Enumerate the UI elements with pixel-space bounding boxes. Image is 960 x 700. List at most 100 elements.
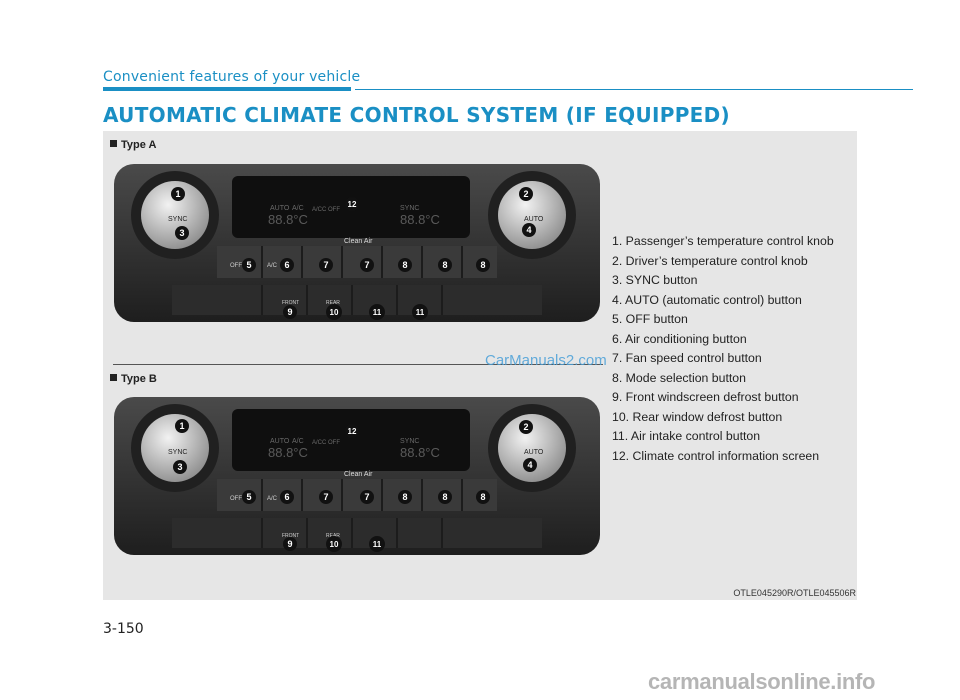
svg-text:REAR: REAR bbox=[326, 300, 340, 306]
svg-text:AUTO: AUTO bbox=[270, 438, 290, 445]
svg-text:7: 7 bbox=[323, 260, 328, 270]
callout-8a bbox=[398, 258, 412, 272]
svg-text:OFF: OFF bbox=[230, 496, 242, 502]
svg-text:FRONT: FRONT bbox=[282, 533, 299, 539]
callout-12 bbox=[345, 424, 359, 438]
callout-3 bbox=[175, 226, 189, 240]
callout-3 bbox=[173, 460, 187, 474]
svg-text:Clean Air: Clean Air bbox=[344, 471, 373, 478]
callout-1 bbox=[171, 187, 185, 201]
svg-text:88.8°C: 88.8°C bbox=[268, 212, 308, 227]
svg-text:4: 4 bbox=[527, 460, 532, 470]
callout-4 bbox=[523, 458, 537, 472]
callout-4 bbox=[522, 223, 536, 237]
callout-7a bbox=[319, 490, 333, 504]
svg-text:SYNC: SYNC bbox=[168, 216, 187, 223]
svg-text:7: 7 bbox=[364, 492, 369, 502]
climate-panel-type-b: SYNC AUTO AUTO A/C SYNC 88.8°C 88.8°C A/… bbox=[114, 397, 600, 555]
svg-text:5: 5 bbox=[246, 260, 251, 270]
callout-6 bbox=[280, 258, 294, 272]
svg-text:FRONT: FRONT bbox=[282, 300, 299, 306]
svg-text:2: 2 bbox=[523, 422, 528, 432]
svg-text:AUTO: AUTO bbox=[270, 205, 290, 212]
svg-text:A/CC OFF: A/CC OFF bbox=[312, 440, 340, 446]
legend-item: 1. Passenger’s temperature control knob bbox=[612, 234, 834, 248]
legend-item: 9. Front windscreen defrost button bbox=[612, 390, 799, 404]
callout-9 bbox=[283, 537, 297, 551]
svg-text:AUTO: AUTO bbox=[524, 216, 544, 223]
svg-text:12: 12 bbox=[348, 200, 357, 209]
svg-text:8: 8 bbox=[480, 492, 485, 502]
callout-8b bbox=[438, 258, 452, 272]
legend-item: 6. Air conditioning button bbox=[612, 331, 747, 346]
svg-text:11: 11 bbox=[373, 540, 382, 549]
svg-text:A/C: A/C bbox=[267, 263, 278, 269]
svg-text:OFF: OFF bbox=[230, 263, 242, 269]
svg-text:8: 8 bbox=[442, 492, 447, 502]
callout-5 bbox=[242, 258, 256, 272]
legend-item: 11. Air intake control button bbox=[612, 429, 761, 443]
svg-text:A/C: A/C bbox=[292, 205, 304, 212]
svg-text:8: 8 bbox=[480, 260, 485, 270]
type-divider bbox=[113, 364, 603, 365]
callout-11b bbox=[412, 304, 428, 320]
svg-text:7: 7 bbox=[364, 260, 369, 270]
svg-text:A/C: A/C bbox=[267, 496, 278, 502]
svg-text:SYNC: SYNC bbox=[400, 205, 419, 212]
section-rule bbox=[103, 87, 351, 91]
callout-12 bbox=[345, 197, 359, 211]
legend-item: 8. Mode selection button bbox=[612, 370, 746, 385]
callout-1 bbox=[175, 419, 189, 433]
svg-text:SYNC: SYNC bbox=[400, 438, 419, 445]
callout-7b bbox=[360, 490, 374, 504]
svg-text:8: 8 bbox=[402, 492, 407, 502]
svg-text:3: 3 bbox=[179, 228, 184, 238]
callout-8a bbox=[398, 490, 412, 504]
svg-text:88.8°C: 88.8°C bbox=[400, 445, 440, 460]
svg-text:AUTO: AUTO bbox=[524, 449, 544, 456]
watermark-middle: CarManuals2.com bbox=[485, 352, 607, 369]
svg-text:A/C: A/C bbox=[292, 438, 304, 445]
legend-item: 2. Driver’s temperature control knob bbox=[612, 253, 808, 268]
legend-list: 1. Passenger’s temperature control knob … bbox=[612, 232, 834, 466]
legend-item: 10. Rear window defrost button bbox=[612, 409, 783, 424]
figure-code: OTLE045290R/OTLE045506R bbox=[733, 588, 856, 598]
page-number: 3-150 bbox=[103, 621, 144, 637]
svg-text:4: 4 bbox=[526, 225, 531, 235]
legend-item: 4. AUTO (automatic control) button bbox=[612, 292, 802, 307]
callout-8c bbox=[476, 490, 490, 504]
svg-text:9: 9 bbox=[287, 539, 292, 549]
svg-text:11: 11 bbox=[416, 308, 425, 317]
legend-item: 7. Fan speed control button bbox=[612, 351, 762, 365]
type-a-label: Type A bbox=[110, 139, 156, 151]
svg-text:11: 11 bbox=[373, 308, 382, 317]
svg-text:A/CC OFF: A/CC OFF bbox=[312, 207, 340, 213]
svg-text:2: 2 bbox=[523, 189, 528, 199]
svg-text:8: 8 bbox=[442, 260, 447, 270]
svg-text:12: 12 bbox=[348, 427, 357, 436]
callout-7b bbox=[360, 258, 374, 272]
svg-text:7: 7 bbox=[323, 492, 328, 502]
svg-text:8: 8 bbox=[402, 260, 407, 270]
legend-item: 12. Climate control information screen bbox=[612, 448, 820, 463]
callout-8b bbox=[438, 490, 452, 504]
svg-text:6: 6 bbox=[284, 492, 289, 502]
svg-text:3: 3 bbox=[177, 462, 182, 472]
callout-8c bbox=[476, 258, 490, 272]
section-rule-thin bbox=[355, 89, 913, 90]
svg-text:10: 10 bbox=[330, 308, 339, 317]
callout-10 bbox=[326, 304, 342, 320]
svg-text:9: 9 bbox=[287, 307, 292, 317]
svg-text:SYNC: SYNC bbox=[168, 449, 187, 456]
callout-7a bbox=[319, 258, 333, 272]
svg-text:Clean Air: Clean Air bbox=[344, 238, 373, 245]
callout-5 bbox=[242, 490, 256, 504]
callout-2 bbox=[519, 187, 533, 201]
svg-text:REAR: REAR bbox=[326, 533, 340, 539]
section-tab: Convenient features of your vehicle bbox=[103, 69, 361, 85]
climate-panel-type-a: SYNC AUTO AUTO A/C SYNC 88.8°C 88.8°C A/… bbox=[114, 164, 600, 322]
svg-text:5: 5 bbox=[246, 492, 251, 502]
callout-6 bbox=[280, 490, 294, 504]
callout-10 bbox=[326, 536, 342, 552]
svg-text:88.8°C: 88.8°C bbox=[400, 212, 440, 227]
